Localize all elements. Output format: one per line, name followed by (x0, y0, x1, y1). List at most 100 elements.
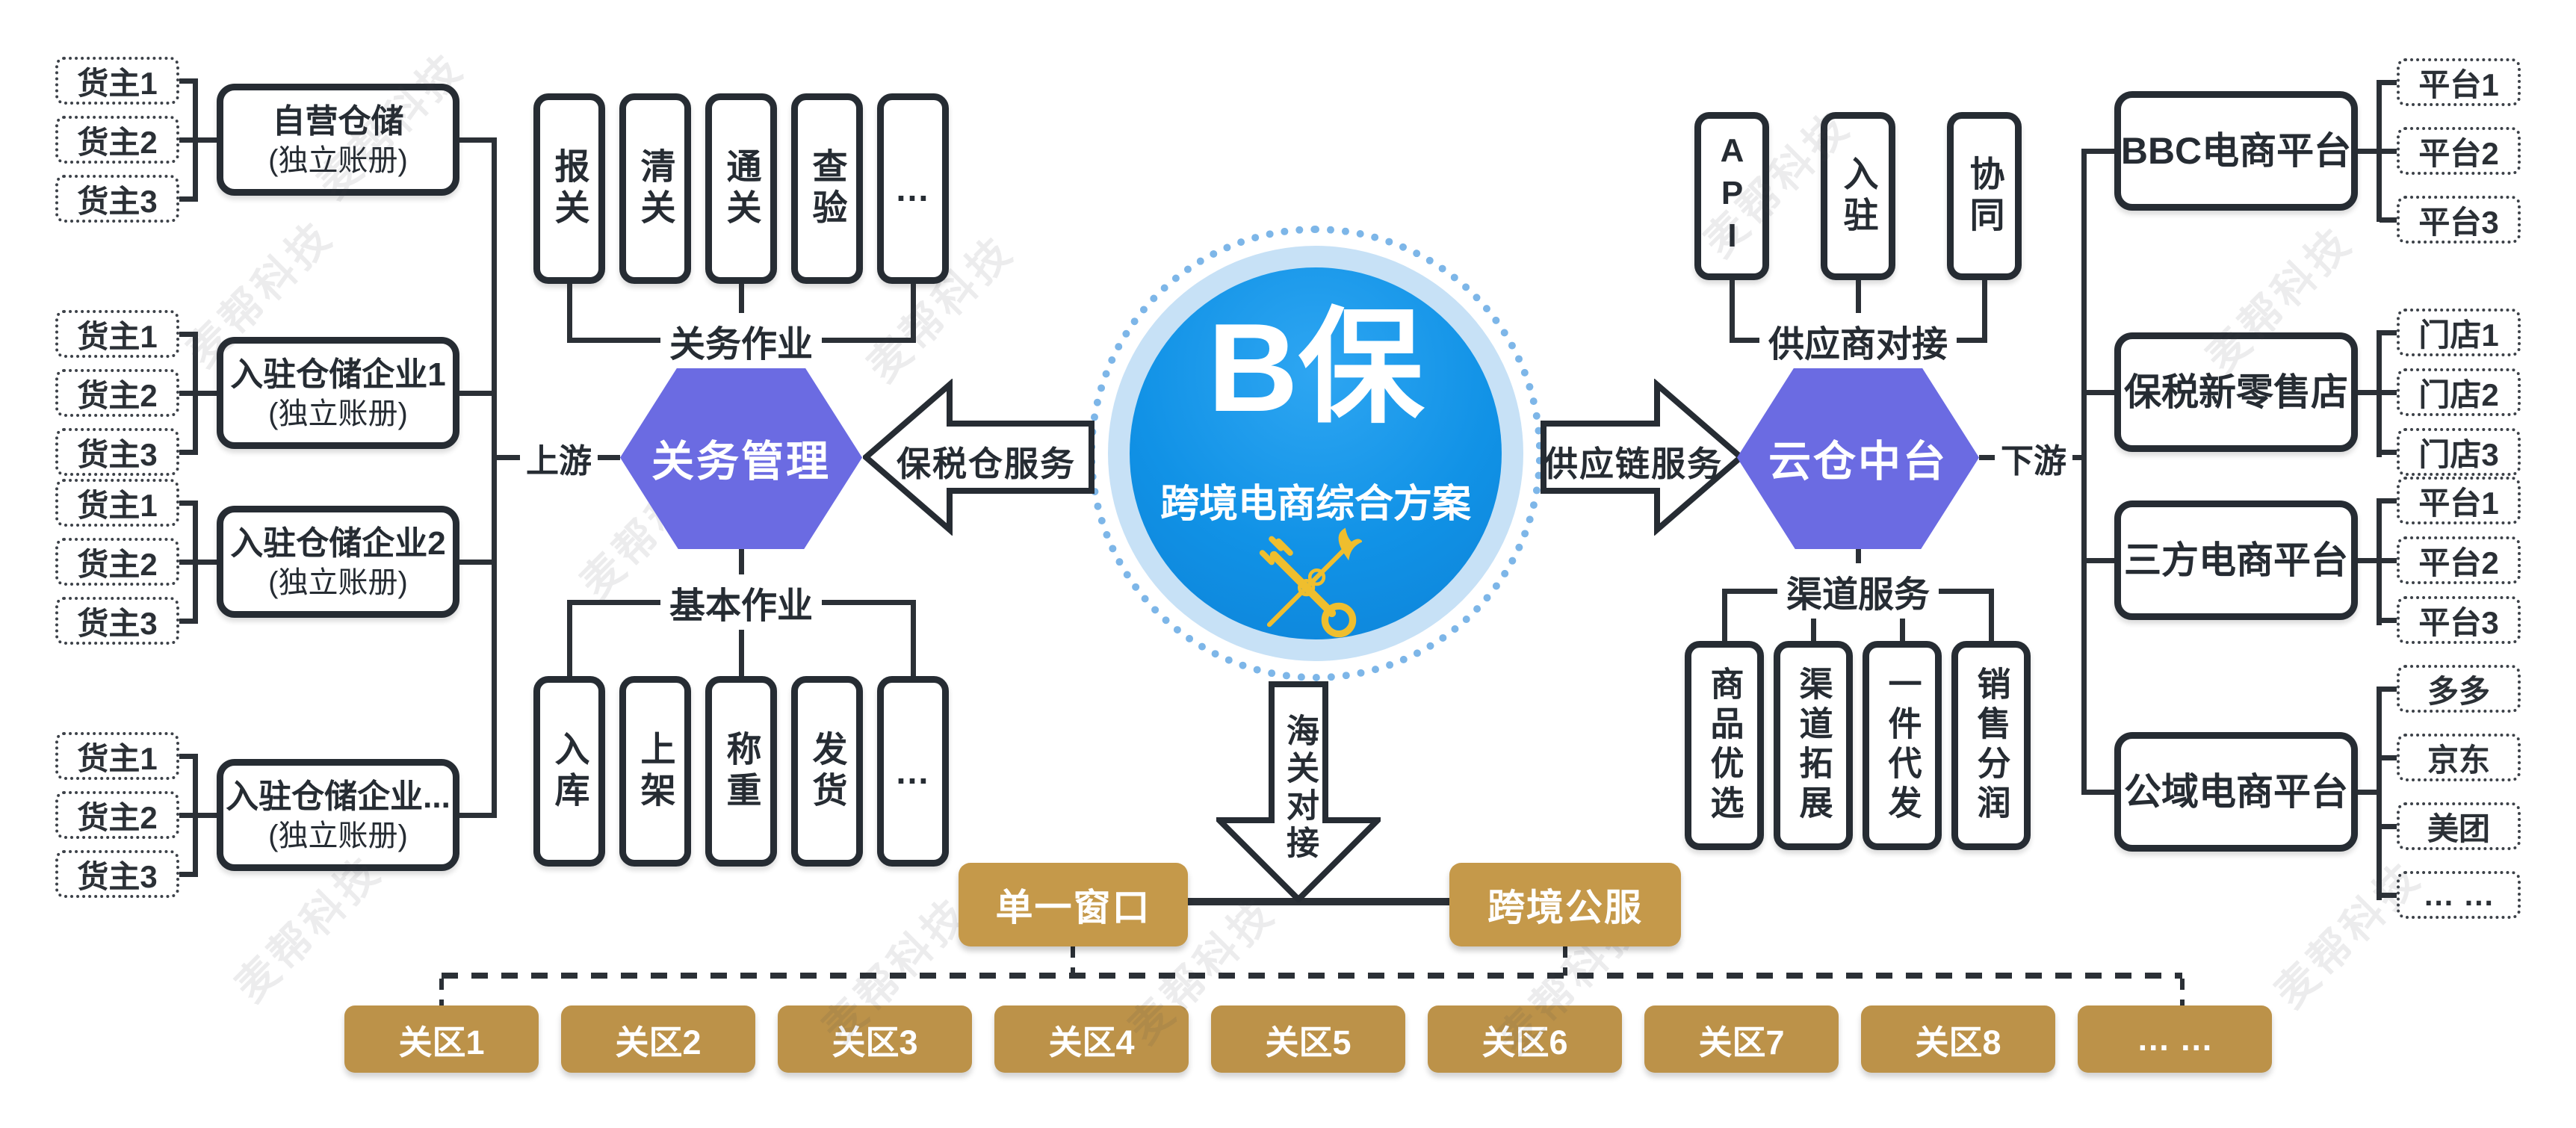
owner-box: 货主3 (55, 850, 179, 898)
ops-box: 入库 (533, 676, 605, 867)
center-title: B保 (1207, 297, 1424, 438)
owner-box: 货主2 (55, 538, 179, 586)
connector (2380, 824, 2397, 829)
channel-box: 一件代发 (1863, 641, 1942, 850)
connector (911, 600, 916, 676)
district-box: 关区7 (1644, 1005, 1839, 1073)
platform-title: 公域电商平台 (2124, 770, 2348, 813)
connector (2380, 149, 2397, 154)
warehouse-title: 入驻仓储企业2 (230, 524, 446, 562)
owner-box: 货主3 (55, 175, 179, 223)
ops-box: 报关 (533, 93, 605, 284)
owner-box: 货主1 (55, 732, 179, 780)
down-arrow-shape (1216, 681, 1381, 902)
connector (2380, 687, 2397, 692)
connector (179, 196, 196, 202)
platform-box: 公域电商平台 (2114, 732, 2358, 852)
connector (1188, 898, 1449, 905)
platform-title: 三方电商平台 (2124, 539, 2348, 581)
customs-emblem-icon (1259, 527, 1362, 638)
channel-label: 渠道服务 (1777, 563, 1939, 619)
ops-box: … (877, 93, 949, 284)
connector (1722, 589, 1727, 641)
connector (2358, 558, 2382, 563)
connector (2084, 149, 2114, 154)
owner-box: 货主1 (55, 57, 179, 105)
district-box: 关区6 (1428, 1005, 1622, 1073)
watermark: 麦帮科技 (2265, 852, 2430, 1017)
child-box: 门店3 (2397, 428, 2521, 476)
district-box: 关区3 (778, 1005, 972, 1073)
connector (1730, 280, 1735, 340)
connector (2380, 618, 2397, 623)
dashed-connector (439, 979, 444, 1005)
downstream-label: 下游 (1995, 433, 2072, 483)
owner-box: 货主3 (55, 597, 179, 645)
warehouse-box: 自营仓储 (独立账册) (217, 84, 459, 196)
connector (2377, 330, 2382, 457)
connector (193, 754, 198, 877)
connector (459, 137, 497, 143)
connector (2380, 498, 2397, 503)
connector (739, 284, 744, 340)
connector (179, 137, 217, 143)
platform-box: BBC电商平台 (2114, 91, 2358, 211)
warehouse-title: 入驻仓储企业... (226, 778, 451, 815)
ops-box: 发货 (791, 676, 863, 867)
connector (459, 560, 497, 565)
supplier-label: 供应商对接 (1759, 313, 1957, 368)
connector (1982, 280, 1987, 340)
warehouse-box: 入驻仓储企业... (独立账册) (217, 759, 459, 871)
connector (179, 872, 196, 877)
connector (179, 560, 217, 565)
warehouse-title: 入驻仓储企业1 (230, 356, 446, 393)
connector (179, 332, 196, 337)
child-box: 多多 (2397, 665, 2521, 713)
ops-box: … (877, 676, 949, 867)
hexagon-customs-management: 关务管理 (620, 366, 862, 549)
connector (2084, 790, 2114, 795)
connector (2358, 790, 2382, 795)
single-window-box: 单一窗口 (959, 863, 1188, 946)
connector (179, 450, 196, 455)
connector (1989, 589, 1994, 641)
customs-ops-label: 关务作业 (660, 313, 823, 368)
platform-title: BBC电商平台 (2120, 129, 2352, 172)
connector (911, 284, 916, 340)
dashed-connector (1071, 946, 1075, 976)
dashed-connector (1563, 946, 1567, 976)
cross-border-service-box: 跨境公服 (1449, 863, 1681, 946)
connector (459, 813, 497, 818)
connector (492, 137, 497, 818)
connector (179, 501, 196, 506)
channel-box: 销售分润 (1951, 641, 2031, 850)
warehouse-subtitle: (独立账册) (268, 819, 408, 852)
ops-box: 通关 (705, 93, 777, 284)
connector (2380, 558, 2397, 563)
ops-box: 称重 (705, 676, 777, 867)
child-box: … … (2397, 871, 2521, 919)
district-box: 关区8 (1861, 1005, 2055, 1073)
child-box: 平台1 (2397, 477, 2521, 524)
hexagon-cloud-warehouse: 云仓中台 (1737, 366, 1979, 549)
district-box: … … (2078, 1005, 2272, 1073)
ops-box: 查验 (791, 93, 863, 284)
connector (1856, 280, 1861, 340)
child-box: 美团 (2397, 802, 2521, 850)
connector (2380, 893, 2397, 898)
owner-box: 货主2 (55, 369, 179, 417)
district-box: 关区4 (994, 1005, 1189, 1073)
connector (2358, 390, 2382, 395)
child-box: 门店1 (2397, 309, 2521, 356)
connector (2377, 80, 2382, 222)
child-box: 平台2 (2397, 536, 2521, 584)
district-box: 关区1 (344, 1005, 539, 1073)
connector (2377, 498, 2382, 625)
platform-box: 三方电商平台 (2114, 501, 2358, 620)
down-arrow-label: 海关对接 (1281, 713, 1318, 863)
connector (2084, 390, 2114, 395)
child-box: 平台3 (2397, 596, 2521, 644)
connector (2358, 149, 2382, 154)
connector (179, 754, 196, 759)
connector (179, 78, 196, 84)
